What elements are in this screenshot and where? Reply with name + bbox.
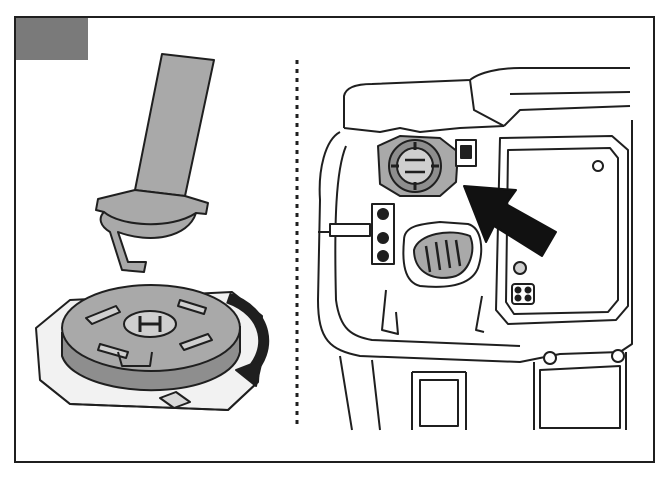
step-number-box: [16, 18, 88, 60]
tool-key-icon: [95, 53, 215, 273]
mower-body-icon: [317, 67, 633, 431]
arrow-icon: [463, 185, 557, 257]
battery-cap-icon: [35, 284, 270, 411]
